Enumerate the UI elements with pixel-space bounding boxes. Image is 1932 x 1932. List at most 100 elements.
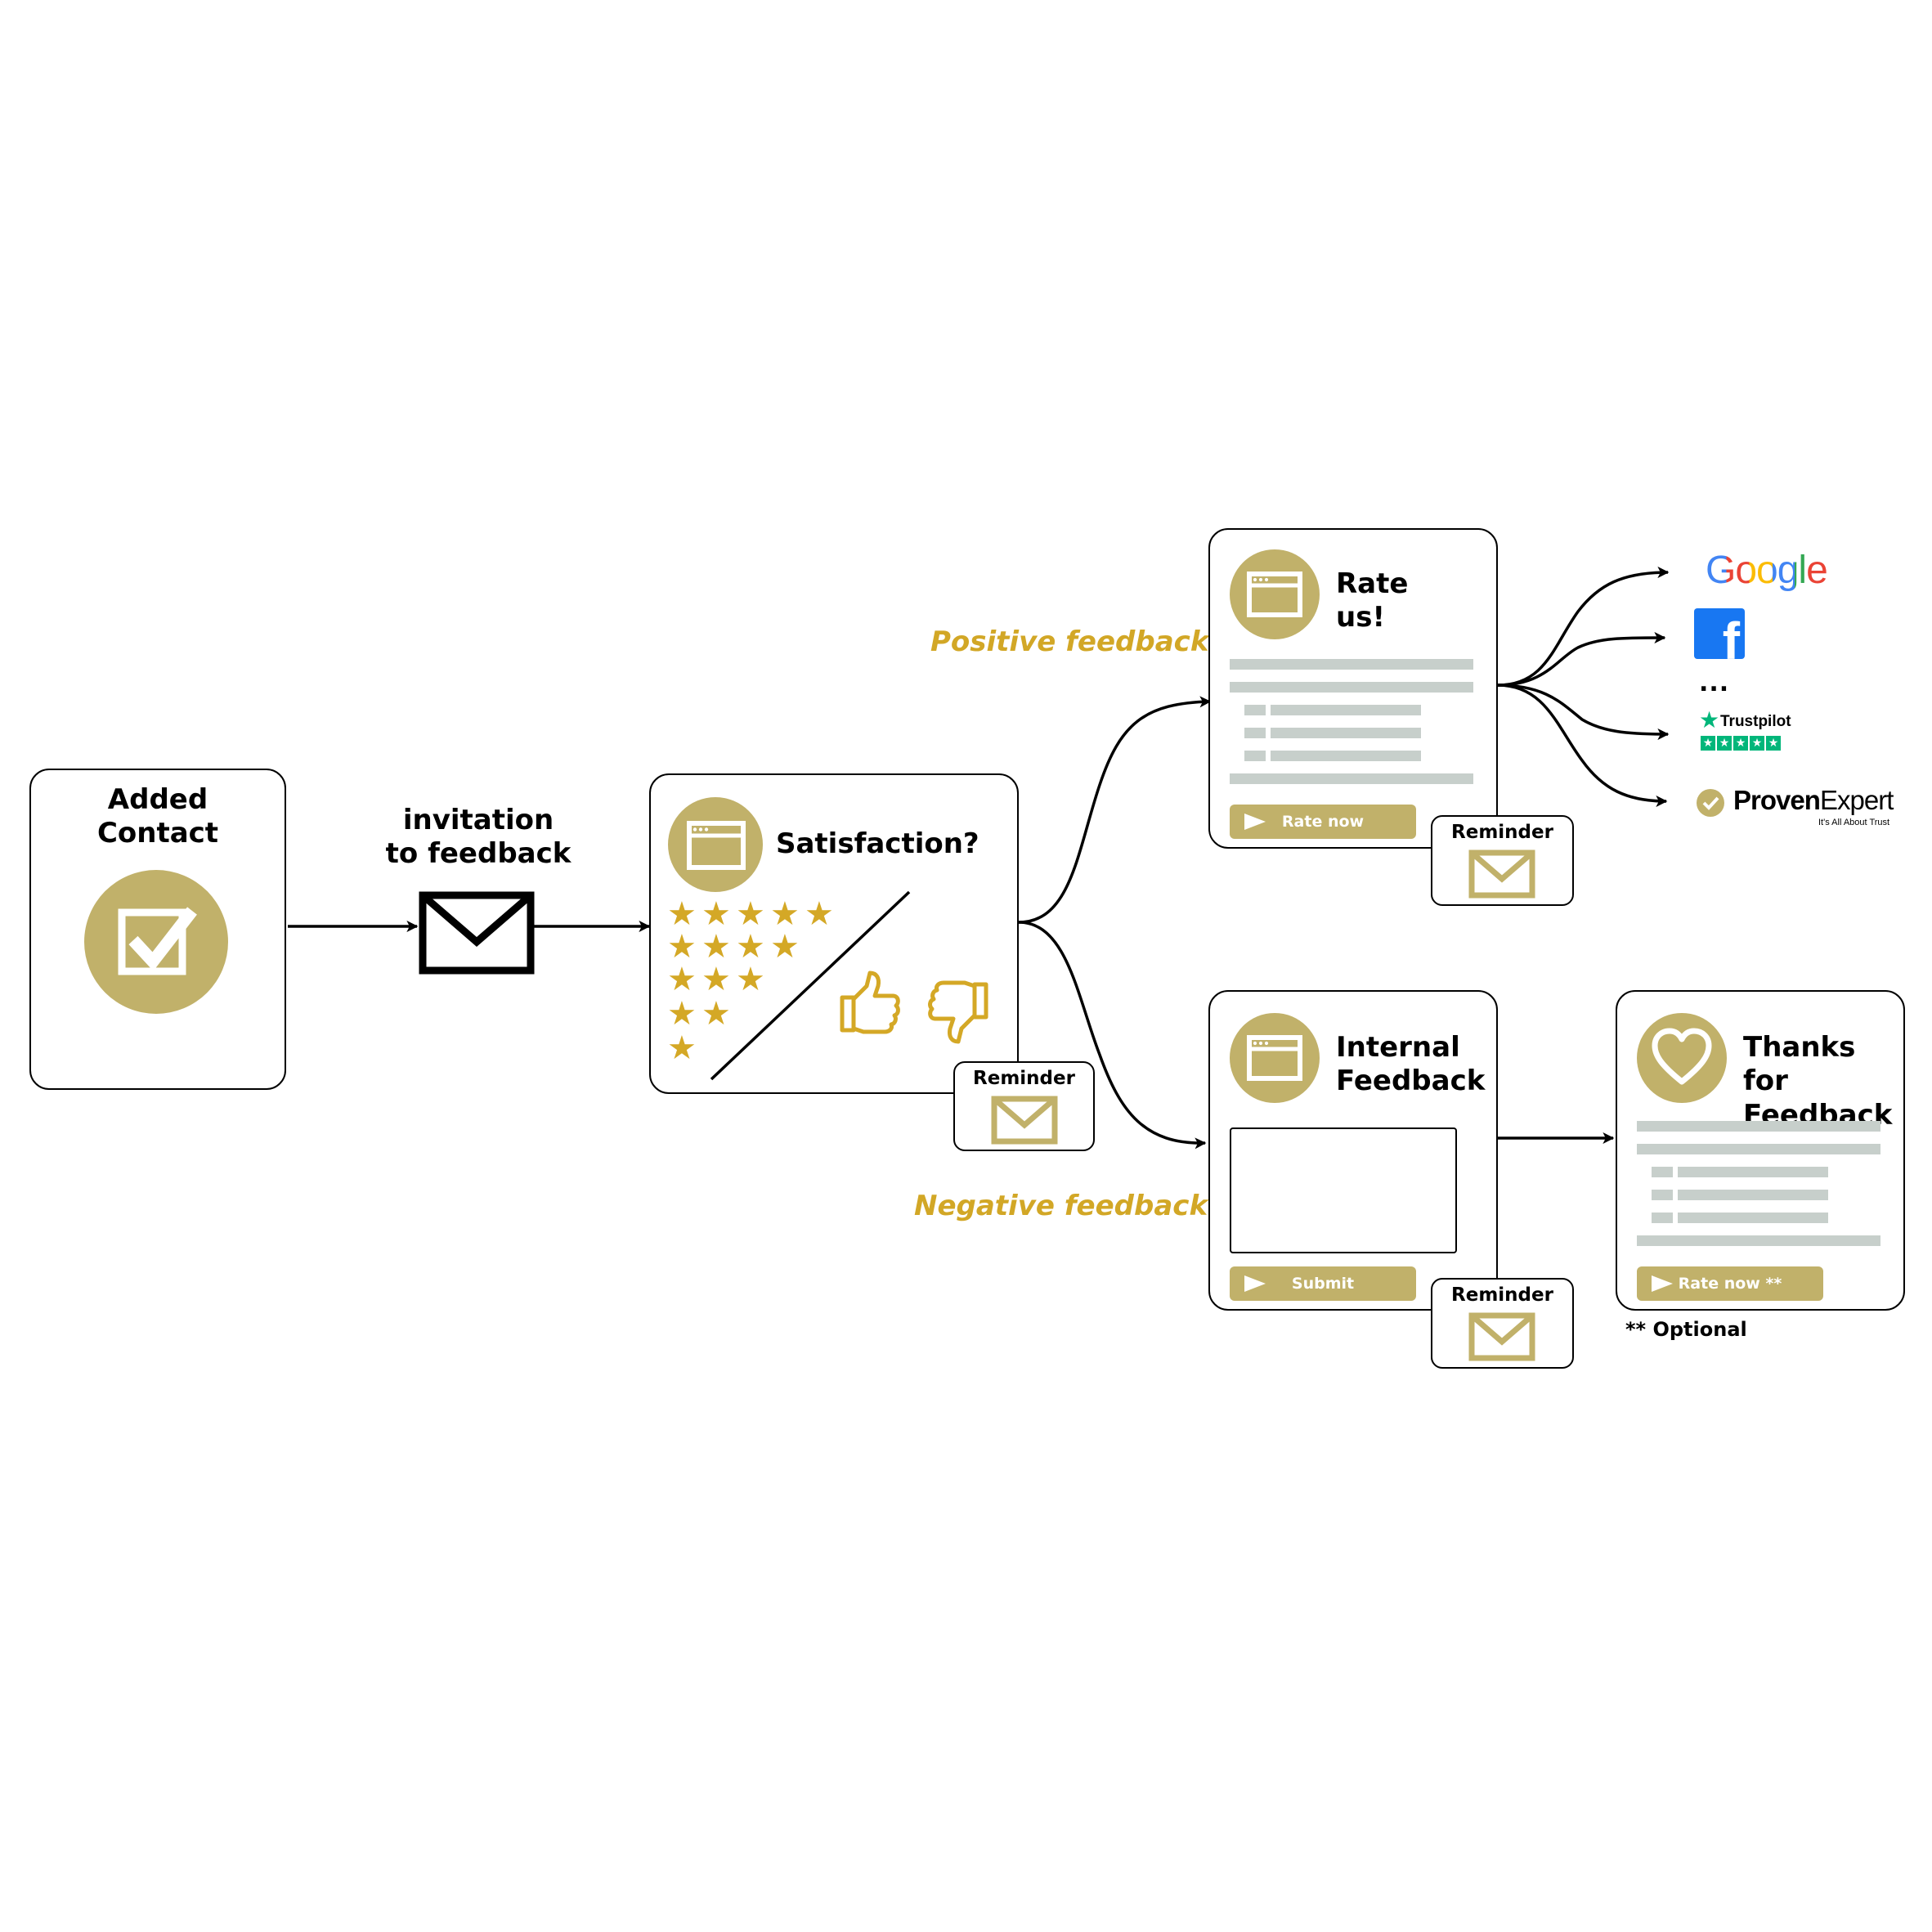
optional-footnote: ** Optional xyxy=(1625,1318,1747,1341)
invitation-label: invitation to feedback xyxy=(385,804,572,871)
text-line xyxy=(1678,1167,1828,1177)
star-icon: ★ xyxy=(770,928,800,966)
arrow-negative-branch xyxy=(1018,921,1207,1150)
star-icon: ★ xyxy=(1733,736,1748,751)
text-line xyxy=(1271,751,1421,761)
star-icon: ★ xyxy=(702,895,731,933)
rate-us-reminder: Reminder xyxy=(1431,815,1574,906)
text-line xyxy=(1637,1235,1880,1246)
star-icon: ★ xyxy=(667,895,697,933)
text-line xyxy=(1230,682,1473,693)
star-icon: ★ xyxy=(736,961,765,998)
positive-feedback-label: Positive feedback xyxy=(930,625,1209,658)
divider-line xyxy=(710,890,911,1081)
rate-now-button[interactable]: Rate now xyxy=(1230,805,1416,839)
envelope-icon xyxy=(991,1096,1058,1145)
star-icon: ★ xyxy=(736,895,765,933)
text-line xyxy=(1244,751,1266,761)
rate-now-optional-button[interactable]: Rate now ** xyxy=(1637,1266,1823,1301)
star-icon: ★ xyxy=(702,995,731,1033)
facebook-logo[interactable]: f xyxy=(1694,608,1745,659)
negative-feedback-label: Negative feedback xyxy=(914,1190,1208,1222)
google-logo[interactable]: Google xyxy=(1706,548,1828,593)
star-icon: ★ xyxy=(667,961,697,998)
arrow-to-trustpilot xyxy=(1497,684,1670,740)
text-line xyxy=(1637,1121,1880,1132)
text-line xyxy=(1637,1144,1880,1154)
text-line xyxy=(1244,728,1266,738)
star-icon: ★ xyxy=(770,895,800,933)
thumbs-up-icon xyxy=(840,970,900,1034)
star-icon: ★ xyxy=(1717,736,1732,751)
provenexpert-wordmark-b: Expert xyxy=(1820,785,1894,815)
star-icon: ★ xyxy=(702,961,731,998)
play-icon xyxy=(1244,814,1266,830)
satisfaction-title: Satisfaction? xyxy=(776,827,979,860)
reminder-label: Reminder xyxy=(1451,1284,1553,1306)
heart-icon xyxy=(1637,1013,1727,1103)
submit-button-label: Submit xyxy=(1291,1275,1355,1293)
internal-feedback-card: Internal Feedback Submit xyxy=(1208,990,1498,1311)
star-icon: ★ xyxy=(736,928,765,966)
star-icon: ★ xyxy=(702,928,731,966)
submit-button[interactable]: Submit xyxy=(1230,1266,1416,1301)
text-line xyxy=(1230,773,1473,784)
provenexpert-tagline: It's All About Trust xyxy=(1818,818,1890,827)
browser-window-icon xyxy=(1230,1013,1320,1103)
thanks-title: Thanks for Feedback xyxy=(1743,1031,1893,1132)
envelope-icon xyxy=(419,891,535,975)
star-icon: ★ xyxy=(667,1029,697,1067)
provenexpert-logo[interactable]: Proven Expert It's All About Trust xyxy=(1696,783,1908,831)
reminder-label: Reminder xyxy=(1451,822,1553,843)
satisfaction-card: Satisfaction? ★ ★ ★ ★ ★ ★ ★ ★ ★ ★ ★ ★ ★ … xyxy=(649,773,1019,1094)
text-line xyxy=(1271,705,1421,715)
browser-window-icon xyxy=(668,797,763,892)
rate-us-title: Rate us! xyxy=(1336,567,1409,634)
checkbox-icon xyxy=(84,870,228,1014)
added-contact-title: Added Contact xyxy=(96,783,219,850)
text-line xyxy=(1230,659,1473,670)
satisfaction-reminder: Reminder xyxy=(953,1061,1095,1151)
trustpilot-logo[interactable]: ★ Trustpilot ★ ★ ★ ★ ★ xyxy=(1699,706,1791,755)
text-line xyxy=(1652,1167,1673,1177)
rate-now-optional-label: Rate now ** xyxy=(1678,1275,1782,1293)
text-line xyxy=(1244,705,1266,715)
browser-window-icon xyxy=(1230,549,1320,639)
provenexpert-wordmark-a: Proven xyxy=(1733,785,1821,815)
star-icon: ★ xyxy=(1750,736,1764,751)
reminder-label: Reminder xyxy=(973,1068,1075,1089)
arrow-positive-branch xyxy=(1018,696,1212,924)
text-line xyxy=(1678,1213,1828,1223)
envelope-icon xyxy=(1468,849,1535,899)
star-icon: ★ xyxy=(1766,736,1781,751)
thanks-card: Thanks for Feedback Rate now ** xyxy=(1616,990,1905,1311)
added-contact-card: Added Contact xyxy=(29,769,286,1090)
trustpilot-stars: ★ ★ ★ ★ ★ xyxy=(1701,736,1781,751)
star-icon: ★ xyxy=(805,895,834,933)
star-icon: ★ xyxy=(667,928,697,966)
star-rating-scale: ★ ★ ★ ★ ★ ★ ★ ★ ★ ★ ★ ★ ★ ★ ★ xyxy=(667,898,847,1078)
text-line xyxy=(1678,1190,1828,1200)
text-line xyxy=(1271,728,1421,738)
internal-feedback-reminder: Reminder xyxy=(1431,1278,1574,1369)
text-line xyxy=(1652,1213,1673,1223)
star-icon: ★ xyxy=(667,995,697,1033)
trustpilot-wordmark: Trustpilot xyxy=(1720,713,1791,730)
more-platforms: ... xyxy=(1699,669,1730,697)
check-circle-icon xyxy=(1697,789,1724,817)
facebook-f-icon: f xyxy=(1722,612,1740,659)
play-icon xyxy=(1652,1275,1673,1292)
text-line xyxy=(1652,1190,1673,1200)
arrow-to-facebook xyxy=(1497,632,1666,687)
rate-now-button-label: Rate now xyxy=(1281,813,1365,831)
star-icon: ★ xyxy=(1701,736,1715,751)
internal-feedback-title: Internal Feedback xyxy=(1336,1031,1486,1098)
arrow-to-google xyxy=(1497,567,1670,687)
feedback-textarea[interactable] xyxy=(1230,1127,1457,1253)
rate-us-card: Rate us! Rate now xyxy=(1208,528,1498,849)
google-wordmark: Google xyxy=(1706,549,1828,592)
thumbs-down-icon xyxy=(928,980,988,1044)
trustpilot-star-icon: ★ xyxy=(1699,706,1720,733)
envelope-icon xyxy=(1468,1312,1535,1361)
